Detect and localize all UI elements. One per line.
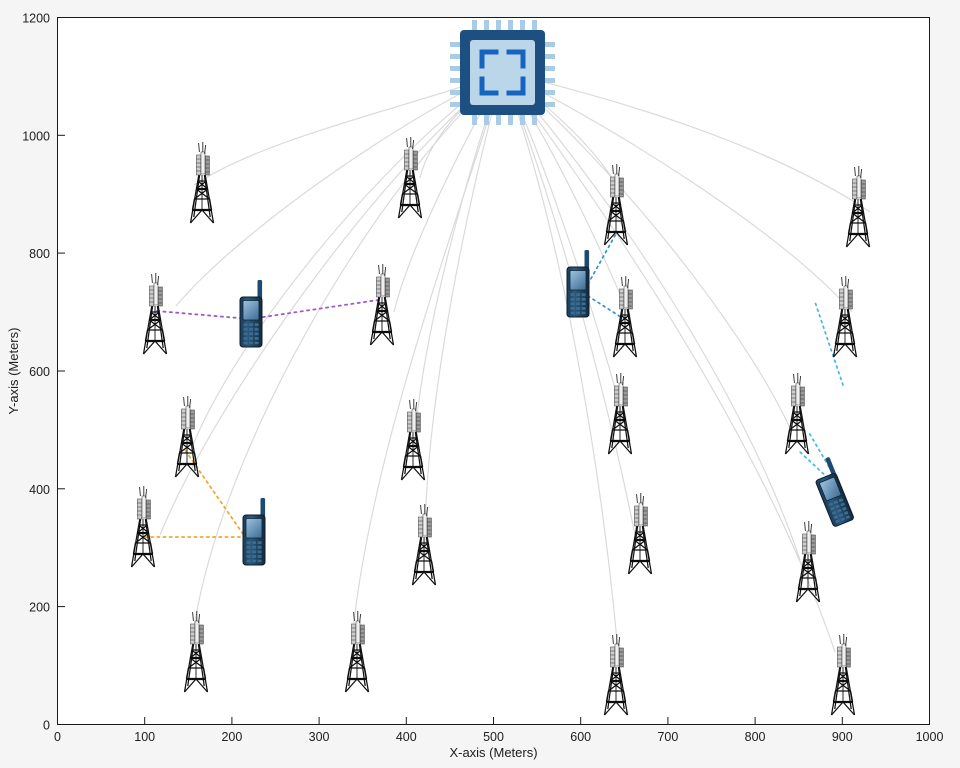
- access-link-ue1-right: [249, 299, 379, 320]
- x-tick-label: 500: [483, 730, 504, 744]
- chip-icon[interactable]: [450, 20, 555, 125]
- access-link-ue4-upper: [814, 301, 844, 386]
- x-axis-title: X-axis (Meters): [449, 745, 537, 760]
- access-link-ue2-upper: [587, 231, 618, 285]
- backhaul-link: [191, 71, 504, 641]
- y-tick-label: 1200: [22, 12, 50, 26]
- x-tick-label: 600: [570, 730, 591, 744]
- y-tick-labels: 0 200 400 600 800 1000 1200: [22, 12, 50, 733]
- backhaul-link: [502, 71, 801, 561]
- y-tick-label: 1000: [22, 129, 50, 143]
- backhaul-link: [502, 71, 619, 653]
- x-tick-labels: 0 100 200 300 400 500 600 700 800 900 10…: [54, 730, 943, 744]
- access-link-ue4-lower: [799, 451, 829, 479]
- x-tick-label: 300: [309, 730, 330, 744]
- x-axis: [57, 717, 930, 725]
- backhaul-link: [502, 71, 871, 213]
- x-tick-label: 400: [396, 730, 417, 744]
- backhaul-link: [351, 71, 504, 641]
- plot-area: [57, 17, 930, 725]
- y-tick-label: 200: [29, 601, 50, 615]
- x-tick-label: 700: [657, 730, 678, 744]
- access-link-ue2-lower: [587, 295, 625, 320]
- backhaul-link: [192, 71, 504, 446]
- x-tick-label: 0: [54, 730, 61, 744]
- x-tick-label: 900: [832, 730, 853, 744]
- x-tick-label: 200: [221, 730, 242, 744]
- y-axis: [57, 17, 65, 725]
- y-axis-title: Y-axis (Meters): [6, 328, 21, 415]
- backhaul-link: [502, 71, 853, 313]
- x-tick-label: 1000: [916, 730, 944, 744]
- access-link-ue1-left: [156, 310, 251, 320]
- backhaul-link: [424, 71, 504, 546]
- x-tick-label: 800: [745, 730, 766, 744]
- y-tick-label: 0: [43, 719, 50, 733]
- backhaul-link: [159, 71, 504, 536]
- y-tick-label: 400: [29, 483, 50, 497]
- access-link-group: [142, 231, 844, 538]
- y-tick-label: 600: [29, 365, 50, 379]
- access-link-ue3-upper: [184, 449, 244, 535]
- y-tick-label: 800: [29, 247, 50, 261]
- x-tick-label: 100: [134, 730, 155, 744]
- backhaul-link: [502, 71, 836, 653]
